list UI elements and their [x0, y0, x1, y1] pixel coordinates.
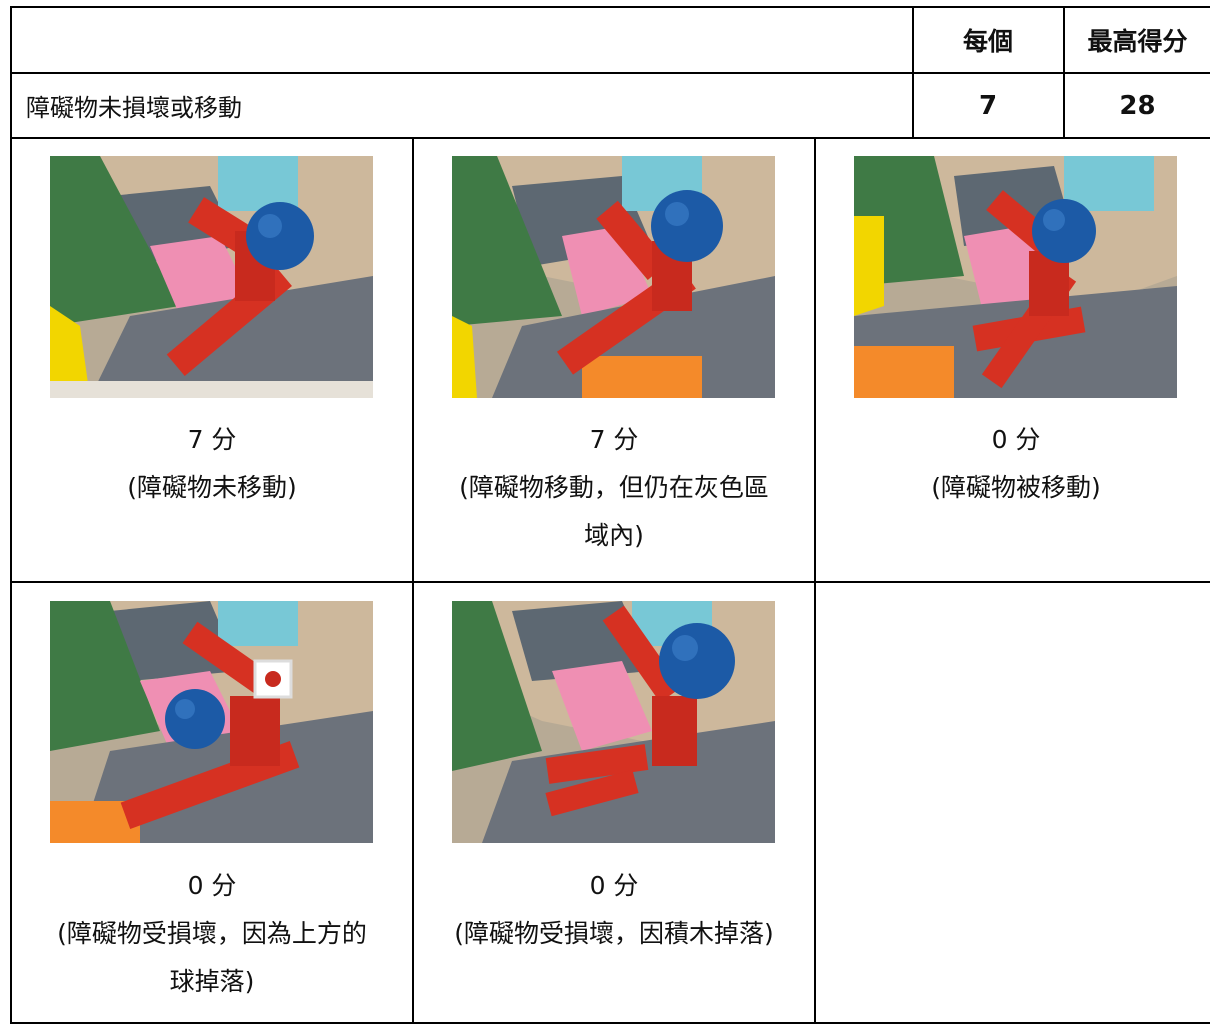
table-border-row1	[10, 137, 1210, 139]
table-border-col-per	[912, 6, 914, 138]
example-description: (障礙物移動，但仍在灰色區	[459, 473, 769, 502]
table-border-img1	[412, 137, 414, 1024]
row-per-each-value: 7	[978, 90, 998, 121]
table-border-header	[10, 72, 1210, 74]
example-description: (障礙物受損壞，因為上方的	[57, 919, 367, 948]
table-border-bottom	[10, 1022, 1210, 1024]
table-border-row2	[10, 581, 1210, 583]
header-per-each: 每個	[962, 27, 1013, 56]
example-score: 7 分	[187, 425, 237, 454]
example-description-cont: 球掉落)	[169, 967, 255, 996]
example-score: 0 分	[187, 871, 237, 900]
table-border-top	[10, 6, 1210, 8]
example-caption-4: 0 分 (障礙物受損壞，因為上方的 球掉落)	[12, 862, 412, 1006]
photo-obstacle-not-moved	[50, 156, 373, 398]
example-caption-3: 0 分 (障礙物被移動)	[816, 416, 1210, 512]
example-description: (障礙物被移動)	[931, 473, 1101, 502]
photo-obstacle-damaged-ball-fell	[50, 601, 373, 843]
photo-obstacle-moved-in-gray	[452, 156, 775, 398]
example-caption-2: 7 分 (障礙物移動，但仍在灰色區 域內)	[414, 416, 814, 560]
row-label: 障礙物未損壞或移動	[26, 94, 242, 122]
example-score: 0 分	[589, 871, 639, 900]
example-caption-1: 7 分 (障礙物未移動)	[12, 416, 412, 512]
header-max-score: 最高得分	[1087, 27, 1188, 56]
photo-obstacle-moved	[854, 156, 1177, 398]
example-score: 7 分	[589, 425, 639, 454]
table-border-img2	[814, 137, 816, 1024]
example-description: (障礙物未移動)	[127, 473, 297, 502]
example-description: (障礙物受損壞，因積木掉落)	[454, 919, 774, 948]
photo-obstacle-damaged-brick-fell	[452, 601, 775, 843]
table-border-left	[10, 6, 12, 1024]
row-max-score-value: 28	[1119, 90, 1156, 121]
table-border-col-max	[1063, 6, 1065, 138]
example-caption-5: 0 分 (障礙物受損壞，因積木掉落)	[414, 862, 814, 958]
example-description-cont: 域內)	[584, 521, 644, 550]
example-score: 0 分	[991, 425, 1041, 454]
